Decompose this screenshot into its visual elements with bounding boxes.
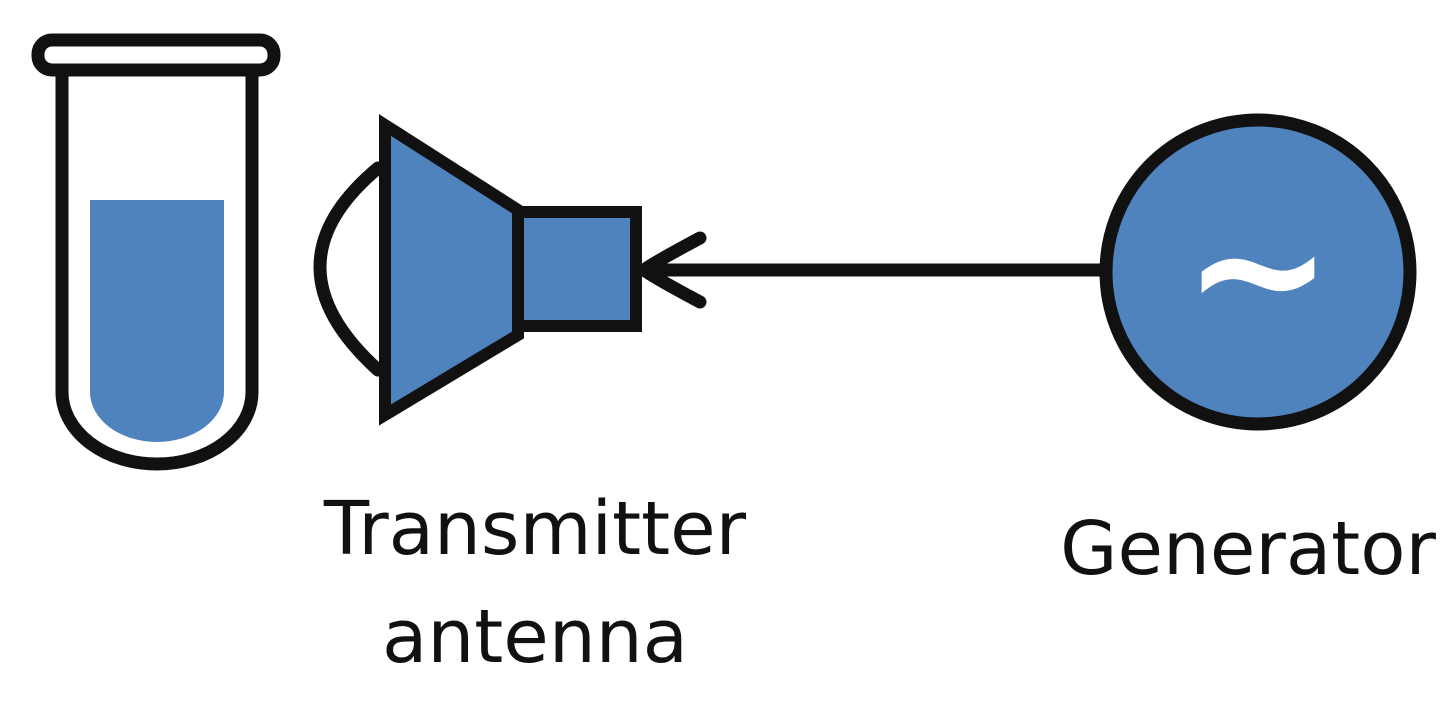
signal-generator-icon: ~: [1099, 113, 1417, 431]
transmitter-label-line1: Transmitter: [323, 486, 747, 572]
test-tube-icon: [31, 33, 281, 471]
arrow-head: [632, 231, 707, 309]
test-tube-liquid: [90, 200, 224, 442]
transmitter-label-line2: antenna: [382, 594, 688, 680]
antenna-horn: [379, 114, 524, 426]
test-tube-outline: [55, 72, 259, 471]
generator-circle: [1099, 113, 1417, 431]
generator-label: Generator: [1060, 506, 1436, 592]
transmitter-antenna-label: Transmitter antenna: [300, 492, 770, 674]
arrow-icon: [632, 231, 1100, 309]
radiation-arc-icon: [313, 161, 385, 377]
antenna-waveguide: [512, 206, 642, 332]
generator-symbol: ~: [1183, 165, 1334, 374]
test-tube-rim: [31, 33, 281, 77]
horn-antenna-icon: [379, 114, 642, 426]
